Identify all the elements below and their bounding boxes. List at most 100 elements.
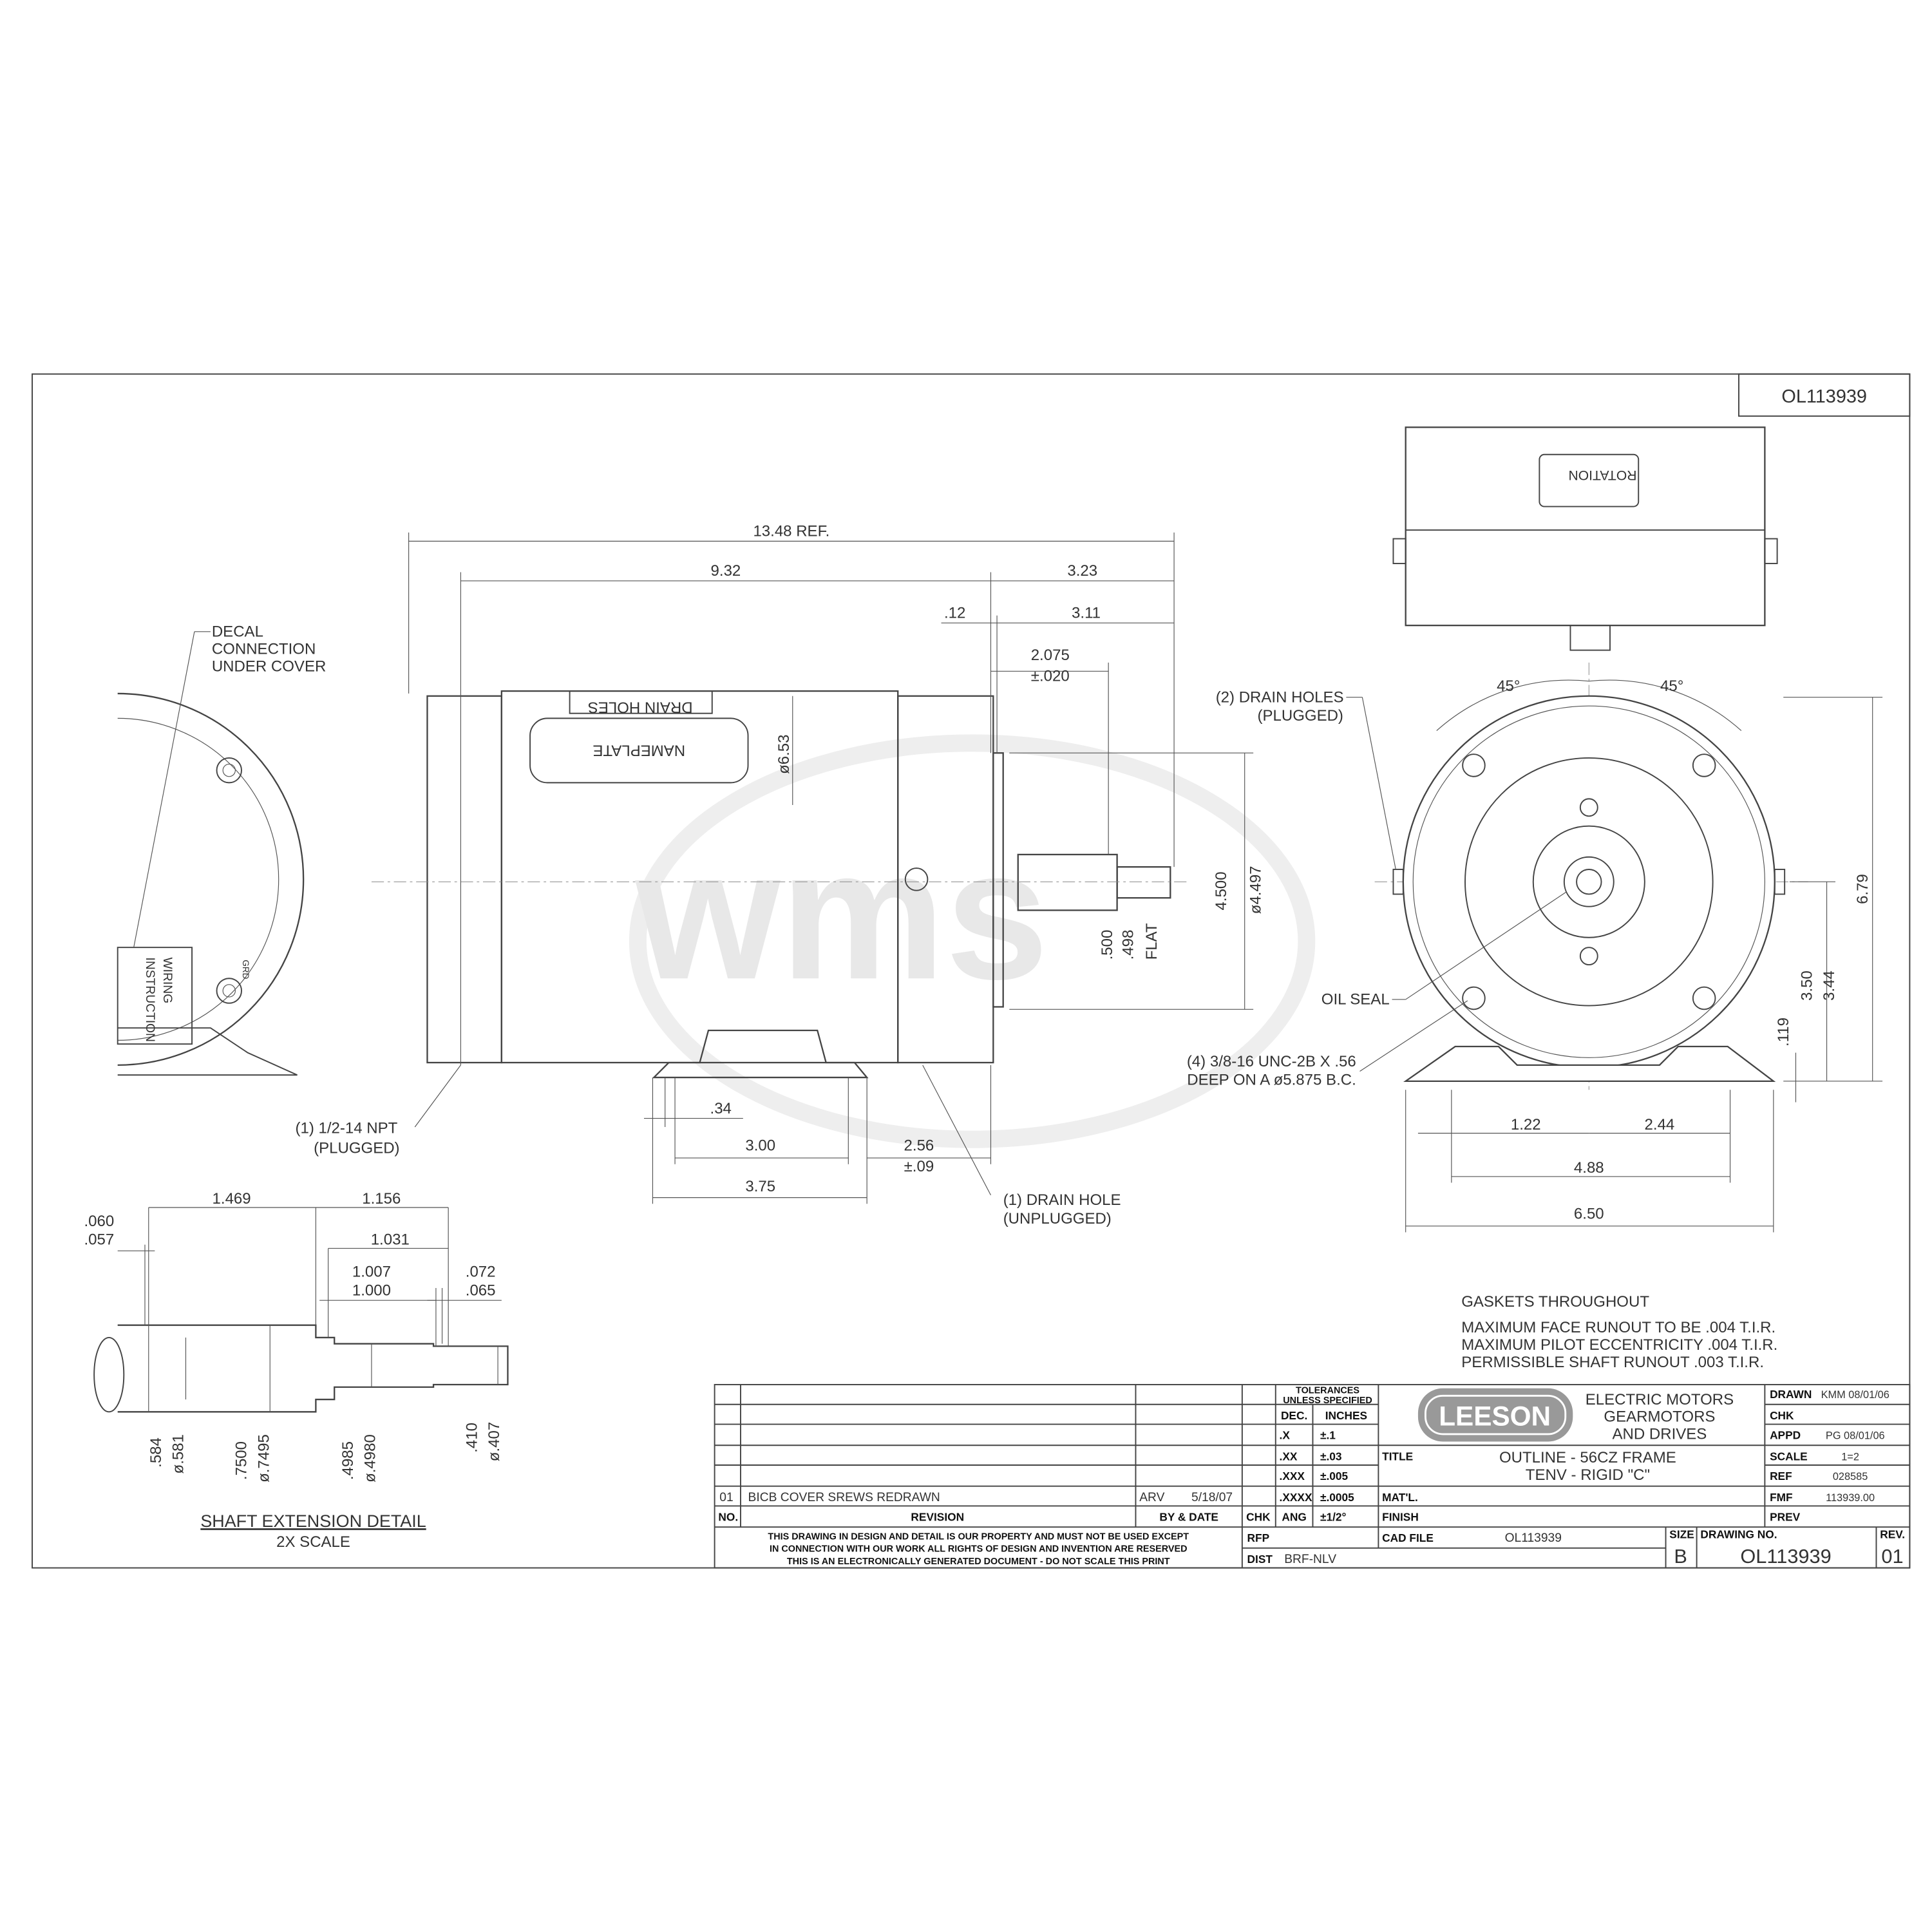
drawing-label: ARV — [1139, 1491, 1164, 1504]
rotation-label: ROTATION — [1568, 468, 1636, 482]
nameplate — [529, 717, 749, 784]
drawing-label: TENV - RIGID "C" — [1526, 1466, 1650, 1484]
drawing-label: ±.1 — [1320, 1429, 1336, 1442]
drawing-label: TOLERANCES — [1296, 1385, 1359, 1396]
drawing-label: 2X SCALE — [276, 1533, 350, 1551]
drawing-label: 3.11 — [1072, 605, 1101, 622]
drawing-label: 01 — [1881, 1545, 1903, 1567]
drawing-label: KMM 08/01/06 — [1821, 1389, 1889, 1401]
drawing-line — [1405, 891, 1567, 1000]
drawing-label: 9.32 — [711, 562, 741, 580]
drawing-number-top: OL113939 — [1781, 386, 1867, 407]
drawing-label: RFP — [1247, 1531, 1270, 1544]
drawing-label: BY & DATE — [1159, 1511, 1218, 1524]
drawing-line — [714, 1385, 1910, 1568]
drawing-line — [1764, 538, 1778, 564]
drawing-line — [1392, 869, 1404, 895]
drawing-label: LEESON — [1439, 1401, 1551, 1431]
drawing-label: (1) DRAIN HOLE — [1003, 1191, 1121, 1209]
drawing-label: 6.50 — [1574, 1205, 1604, 1222]
drawing-line — [1359, 1000, 1468, 1072]
drawing-label: DEEP ON A ø5.875 B.C. — [1187, 1072, 1356, 1089]
drawing-label: 6.79 — [1854, 874, 1871, 904]
watermark-text: wms — [633, 811, 1049, 1018]
drawing-label: .057 — [84, 1231, 114, 1249]
drawing-label: REVISION — [911, 1511, 964, 1524]
drawing-label: .065 — [466, 1282, 496, 1300]
drawing-label: 028585 — [1833, 1471, 1868, 1482]
drawing-label: NO. — [718, 1511, 738, 1524]
drawing-label: PERMISSIBLE SHAFT RUNOUT .003 T.I.R. — [1461, 1354, 1764, 1371]
drawing-label: ø6.53 — [775, 735, 793, 774]
title-block: 01 BICB COVER SREWS REDRAWN ARV 5/18/07 … — [714, 1384, 1911, 1569]
drawing-label: (PLUGGED) — [1258, 707, 1343, 724]
drawing-label: APPD — [1770, 1429, 1801, 1442]
drawing-label: CHK — [1246, 1511, 1271, 1524]
drawing-line — [222, 984, 236, 998]
drawing-label: .12 — [944, 605, 965, 622]
drawing-line — [992, 752, 1004, 1008]
drawing-label: .34 — [710, 1100, 732, 1117]
drawing-line — [117, 947, 193, 1045]
drawing-label: TITLE — [1382, 1450, 1413, 1463]
drawing-label: PREV — [1770, 1511, 1801, 1524]
drawing-label: .X — [1280, 1429, 1291, 1442]
drawing-line — [117, 1027, 298, 1076]
drawing-label: CAD FILE — [1382, 1531, 1434, 1544]
drawing-line — [1692, 986, 1716, 1010]
drawing-label: .072 — [466, 1264, 496, 1281]
drawing-label: 13.48 REF. — [753, 523, 829, 540]
leeson-logo: LEESON — [1417, 1388, 1573, 1442]
left-end-view: WIRING INSTRUCTION GRD DECAL CONNECTION … — [117, 623, 326, 1076]
drawing-label: .584 — [147, 1437, 165, 1468]
drawing-label: 3.23 — [1067, 562, 1097, 580]
drawing-label: .7500 — [233, 1441, 251, 1480]
drawing-line — [93, 1336, 125, 1413]
drawing-line — [652, 1029, 869, 1079]
drawing-label: DRAWN — [1770, 1388, 1812, 1401]
drawing-line — [408, 532, 1254, 1204]
drawing-label: SHAFT EXTENSION DETAIL — [200, 1511, 426, 1531]
drawing-label: CHK — [1770, 1409, 1794, 1422]
drawing-line — [1569, 625, 1611, 651]
drawing-label: 3.50 — [1798, 971, 1815, 1001]
drawing-label: BRF-NLV — [1284, 1553, 1336, 1566]
drawing-label: GRD — [241, 960, 251, 979]
drawing-label: UNDER COVER — [212, 658, 326, 675]
drawing-label: ELECTRIC MOTORS — [1586, 1391, 1734, 1408]
drawing-label: .498 — [1120, 930, 1137, 960]
drawing-label: .XXXX — [1280, 1491, 1312, 1504]
drawing-label: (1) 1/2-14 NPT — [295, 1120, 397, 1137]
drawing-label: .410 — [463, 1423, 480, 1453]
drawing-line — [1425, 1394, 1567, 1435]
drawing-line — [117, 1324, 509, 1413]
drawing-label: INCHES — [1325, 1409, 1367, 1422]
drawing-line — [1576, 869, 1602, 895]
drawing-label: 2.44 — [1645, 1116, 1675, 1133]
drawing-label: 1=2 — [1841, 1451, 1859, 1463]
drawing-line — [1417, 1388, 1573, 1442]
drawing-label: DIST — [1247, 1553, 1273, 1566]
drawing-label: 113939.00 — [1826, 1492, 1875, 1504]
shaft-extension-detail: 1.469 1.156 1.031 1.007 1.000 .060 .057 … — [84, 1190, 509, 1551]
drawing-label: 1.007 — [352, 1264, 391, 1281]
drawing-label: 45° — [1660, 677, 1683, 695]
drawing-line — [1116, 866, 1171, 899]
drawing-label: OL113939 — [1740, 1545, 1831, 1567]
drawing-label: PG 08/01/06 — [1826, 1430, 1885, 1442]
drawing-line — [1462, 753, 1486, 777]
drawing-line — [714, 1384, 1911, 1569]
drawing-label: ø.7495 — [255, 1434, 272, 1482]
drawing-label: ANG — [1282, 1511, 1306, 1524]
drawing-label: CONNECTION — [212, 640, 316, 658]
drawing-label: DEC. — [1281, 1409, 1307, 1422]
drawing-label: 5/18/07 — [1191, 1491, 1233, 1504]
drawing-label: THIS DRAWING IN DESIGN AND DETAIL IS OUR… — [768, 1531, 1189, 1542]
drawing-line — [1361, 697, 1396, 870]
drawing-label: GASKETS THROUGHOUT — [1461, 1293, 1649, 1311]
drawing-label: .4985 — [339, 1441, 357, 1480]
drawing-label: REV. — [1880, 1528, 1905, 1540]
drawing-line — [1412, 705, 1765, 1058]
drawing-line — [414, 1065, 461, 1128]
drawing-label: 3.44 — [1821, 971, 1838, 1001]
